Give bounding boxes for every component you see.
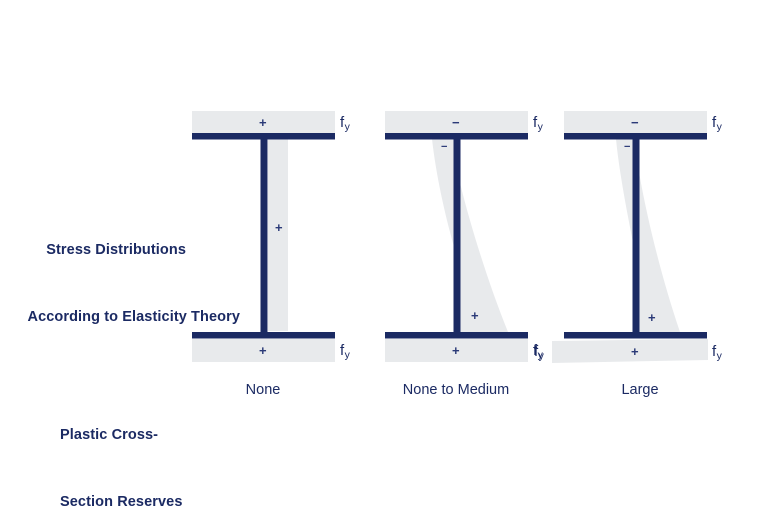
bottom-flange xyxy=(192,332,335,339)
fy-subscript: y xyxy=(716,120,722,133)
row-label-stress-distributions: Stress Distributions According to Elasti… xyxy=(12,194,248,374)
fy-base: f xyxy=(712,114,717,131)
fy-base: f xyxy=(340,342,345,359)
top-flange-stress-band xyxy=(385,111,528,134)
bottom-flange-stress-band xyxy=(192,339,335,362)
web-stress-band xyxy=(268,135,288,331)
fy-subscript: y xyxy=(537,120,543,133)
beam-caption: Large xyxy=(621,382,659,398)
fy-label-top-right: fy xyxy=(340,115,350,132)
row-label-stress-line1: Stress Distributions xyxy=(46,241,186,258)
fy-subscript: y xyxy=(344,348,350,361)
top-flange-sign: + xyxy=(259,115,267,130)
web xyxy=(632,133,640,338)
web-sign: + xyxy=(275,220,283,235)
beam-diagram-none-to-medium: − − + + fy fy None to Medium xyxy=(333,0,593,430)
web-negative-sign: − xyxy=(441,141,448,153)
beam-large-graphic xyxy=(552,111,708,363)
row-label-plastic-line2: Section Reserves xyxy=(60,494,183,507)
web-positive-region xyxy=(639,175,680,332)
bottom-flange-stress-band xyxy=(385,339,528,362)
web-negative-region xyxy=(616,139,633,240)
top-flange-stress-band xyxy=(192,111,335,134)
row-label-stress-line2: According to Elasticity Theory xyxy=(27,309,240,326)
bottom-flange xyxy=(564,332,707,339)
beam-caption: None xyxy=(245,382,281,398)
web xyxy=(453,133,461,338)
row-label-plastic-line1: Plastic Cross- xyxy=(60,426,159,443)
fy-base: f xyxy=(712,343,717,360)
fy-subscript: y xyxy=(537,348,543,361)
beam-diagram-none: + + + fy fy None xyxy=(140,0,400,430)
bottom-flange-sign: + xyxy=(452,343,460,358)
top-flange-sign: − xyxy=(631,115,639,130)
beam-none-graphic xyxy=(192,111,335,362)
bottom-flange-sign: + xyxy=(631,344,639,359)
fy-subscript: y xyxy=(344,120,350,133)
beam-diagram-large: − − + + fy fy fy Large xyxy=(512,0,760,430)
top-flange-stress-band xyxy=(564,111,707,134)
fy-label-bottom-right: fy xyxy=(340,343,350,360)
top-flange-sign: − xyxy=(452,115,460,130)
fy-base: f xyxy=(340,114,345,131)
web-positive-sign: + xyxy=(648,310,656,325)
web-negative-region xyxy=(432,139,454,245)
bottom-flange-stress-band xyxy=(552,339,708,363)
fy-label-bottom-right: fy xyxy=(533,343,543,360)
fy-label-bottom-right: fy xyxy=(712,344,722,361)
fy-label-bottom-left: fy xyxy=(534,344,544,361)
bottom-flange xyxy=(385,332,528,339)
fy-base: f xyxy=(533,342,538,359)
fy-label-top-right: fy xyxy=(533,115,543,132)
web-positive-region xyxy=(460,185,508,332)
fy-subscript: y xyxy=(538,349,544,362)
web-negative-sign: − xyxy=(624,141,631,153)
beam-none-to-medium-graphic xyxy=(385,111,528,362)
fy-label-top-right: fy xyxy=(712,115,722,132)
web-positive-sign: + xyxy=(471,308,479,323)
beam-caption: None to Medium xyxy=(402,382,510,398)
fy-subscript: y xyxy=(716,349,722,362)
row-label-plastic-reserves: Plastic Cross- Section Reserves xyxy=(12,379,222,507)
fy-base: f xyxy=(533,114,538,131)
bottom-flange-sign: + xyxy=(259,343,267,358)
web xyxy=(260,133,268,338)
fy-base: f xyxy=(534,343,539,360)
